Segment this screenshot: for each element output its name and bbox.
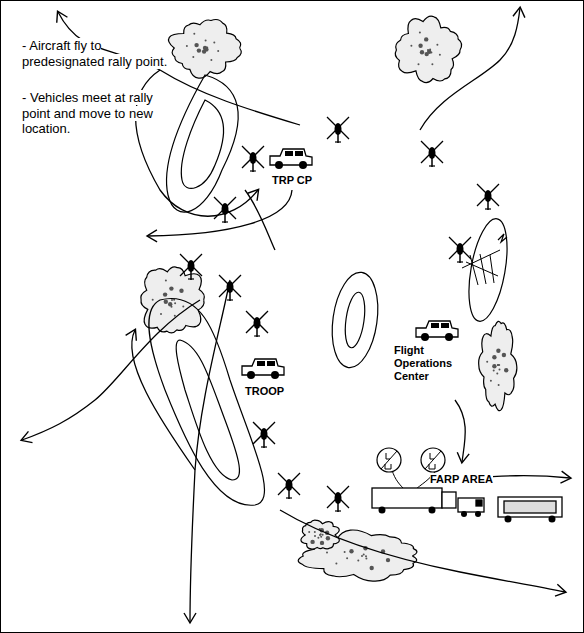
foliage-speckle xyxy=(493,369,495,371)
foliage-speckle xyxy=(186,45,188,47)
tree-clump xyxy=(141,267,205,333)
foliage-speckle xyxy=(346,557,348,559)
foliage-speckle xyxy=(335,563,337,565)
foliage-speckle xyxy=(496,372,498,374)
foliage-speckle xyxy=(363,554,365,556)
foliage-speckle xyxy=(410,45,412,47)
terrain-contours xyxy=(149,75,514,505)
foliage-speckle xyxy=(217,50,219,52)
foliage-speckle xyxy=(430,52,432,54)
foliage-speckle xyxy=(319,534,321,536)
foliage-speckle xyxy=(370,566,374,570)
foliage-speckle xyxy=(197,48,201,52)
foliage-speckle xyxy=(194,43,198,47)
foliage-speckle xyxy=(499,368,501,370)
foliage-speckle xyxy=(160,313,162,315)
foliage-speckle xyxy=(193,33,195,35)
foliage-speckle xyxy=(504,368,508,372)
foliage-speckle xyxy=(314,535,316,537)
foliage-speckle xyxy=(171,299,173,301)
foliage-speckle xyxy=(168,302,172,306)
foliage-speckle xyxy=(425,52,429,56)
vehicle-label: Flight Operations Center xyxy=(394,344,452,382)
foliage-speckle xyxy=(418,44,422,48)
foliage-speckle xyxy=(429,49,431,51)
vehicle-label: TRP CP xyxy=(272,174,312,187)
vehicle-label: Flight Operations Center xyxy=(394,344,474,384)
antenna xyxy=(462,234,507,285)
note-text: - Aircraft fly to predesignated rally po… xyxy=(22,38,182,69)
foliage-speckle xyxy=(169,286,173,290)
helicopters xyxy=(180,117,499,512)
foliage-speckle xyxy=(320,536,322,538)
foliage-speckle xyxy=(152,299,154,301)
foliage-speckle xyxy=(326,536,330,540)
foliage-speckle xyxy=(204,47,206,49)
foliage-speckle xyxy=(308,531,310,533)
foliage-speckle xyxy=(497,364,499,366)
foliage-speckle xyxy=(164,300,168,304)
foliage-speckle xyxy=(320,541,324,545)
foliage-speckle xyxy=(163,292,167,296)
foliage-speckle xyxy=(496,349,500,353)
note-text: - Aircraft fly to predesignated rally po… xyxy=(22,38,167,69)
foliage-speckle xyxy=(492,355,496,359)
tree-clump xyxy=(169,19,242,78)
foliage-speckle xyxy=(498,384,500,386)
vehicle-label: TROOP xyxy=(245,385,284,398)
foliage-speckle xyxy=(365,558,367,560)
vehicle-label: TRP CP xyxy=(272,174,312,186)
foliage-speckle xyxy=(427,49,429,51)
foliage-speckle xyxy=(419,32,421,34)
area-label: FARP AREA xyxy=(430,473,493,485)
foliage-speckle xyxy=(424,37,428,41)
foliage-speckle xyxy=(179,289,183,293)
tree-clump xyxy=(479,321,517,410)
tree-clumps xyxy=(141,16,517,581)
foliage-speckle xyxy=(317,537,319,539)
movement-arrows xyxy=(22,8,570,622)
foliage-speckle xyxy=(344,551,346,553)
foliage-speckle xyxy=(310,540,314,544)
foliage-speckle xyxy=(206,46,208,48)
foliage-speckle xyxy=(431,63,433,65)
foliage-speckle xyxy=(436,44,438,46)
foliage-speckle xyxy=(492,364,496,368)
foliage-speckle xyxy=(490,380,492,382)
foliage-speckle xyxy=(182,306,184,308)
area-label: FARP AREA xyxy=(430,473,493,486)
foliage-speckle xyxy=(361,555,363,557)
vehicles xyxy=(242,149,562,523)
foliage-speckle xyxy=(174,302,176,304)
foliage-speckle xyxy=(320,533,322,535)
foliage-speckle xyxy=(357,560,359,562)
foliage-speckle xyxy=(213,42,215,44)
foliage-speckle xyxy=(486,361,488,363)
foliage-speckle xyxy=(202,49,206,53)
foliage-speckle xyxy=(165,280,167,282)
foliage-speckle xyxy=(439,54,441,56)
foliage-speckle xyxy=(192,56,194,58)
foliage-speckle xyxy=(174,315,176,317)
foliage-speckle xyxy=(322,534,324,536)
foliage-speckle xyxy=(171,306,173,308)
note-text: - Vehicles meet at rally point and move … xyxy=(22,90,153,136)
foliage-speckle xyxy=(349,549,353,553)
foliage-speckle xyxy=(502,353,506,357)
foliage-speckle xyxy=(210,59,212,61)
foliage-speckle xyxy=(365,555,367,557)
note-text: - Vehicles meet at rally point and move … xyxy=(22,90,182,137)
foliage-speckle xyxy=(386,558,390,562)
foliage-speckle xyxy=(314,531,316,533)
tree-clump xyxy=(395,16,461,82)
foliage-speckle xyxy=(205,40,207,42)
foliage-speckle xyxy=(326,552,328,554)
foliage-speckle xyxy=(497,364,499,366)
vehicle-label: TROOP xyxy=(245,385,284,397)
foliage-speckle xyxy=(418,63,420,65)
foliage-speckle xyxy=(420,50,424,54)
